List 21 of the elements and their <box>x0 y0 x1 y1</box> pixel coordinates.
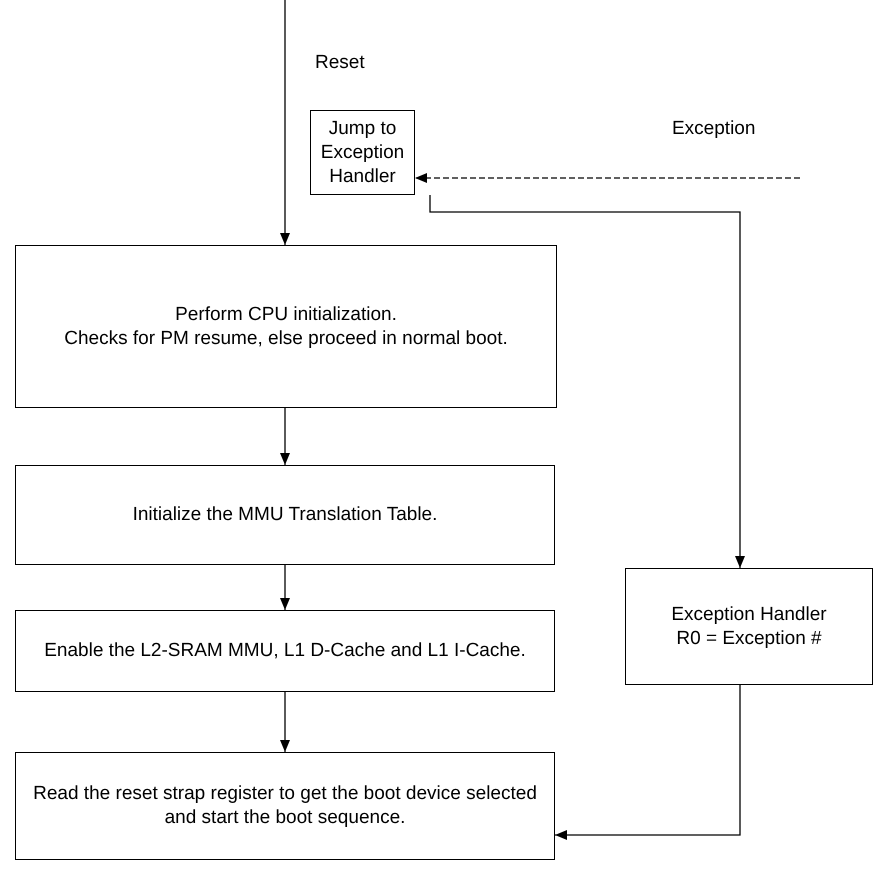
process-box <box>625 568 873 685</box>
box-text: Jump to Exception Handler <box>320 116 404 188</box>
arrow <box>280 0 290 245</box>
box-text: Exception Handler <box>671 602 827 626</box>
process-box <box>310 110 415 195</box>
process-box <box>15 465 555 565</box>
arrow <box>280 565 290 610</box>
arrow <box>429 195 745 568</box>
process-box <box>15 752 555 860</box>
arrow <box>555 685 741 840</box>
box-text: Initialize the MMU Translation Table. <box>132 503 438 527</box>
arrow <box>415 173 800 183</box>
process-box <box>15 610 555 692</box>
box-text: R0 = Exception # <box>676 626 822 650</box>
box-text: Read the reset strap register to get the boot device selected and start the boot sequence. <box>32 782 538 830</box>
box-text: Perform CPU initialization. <box>175 302 397 326</box>
process-box <box>15 245 557 408</box>
box-text: Enable the L2-SRAM MMU, L1 D-Cache and L1 I-Cache. <box>44 639 526 663</box>
box-text: Checks for PM resume, else proceed in normal boot. <box>64 326 508 350</box>
arrow <box>280 692 290 752</box>
arrow <box>280 408 290 465</box>
